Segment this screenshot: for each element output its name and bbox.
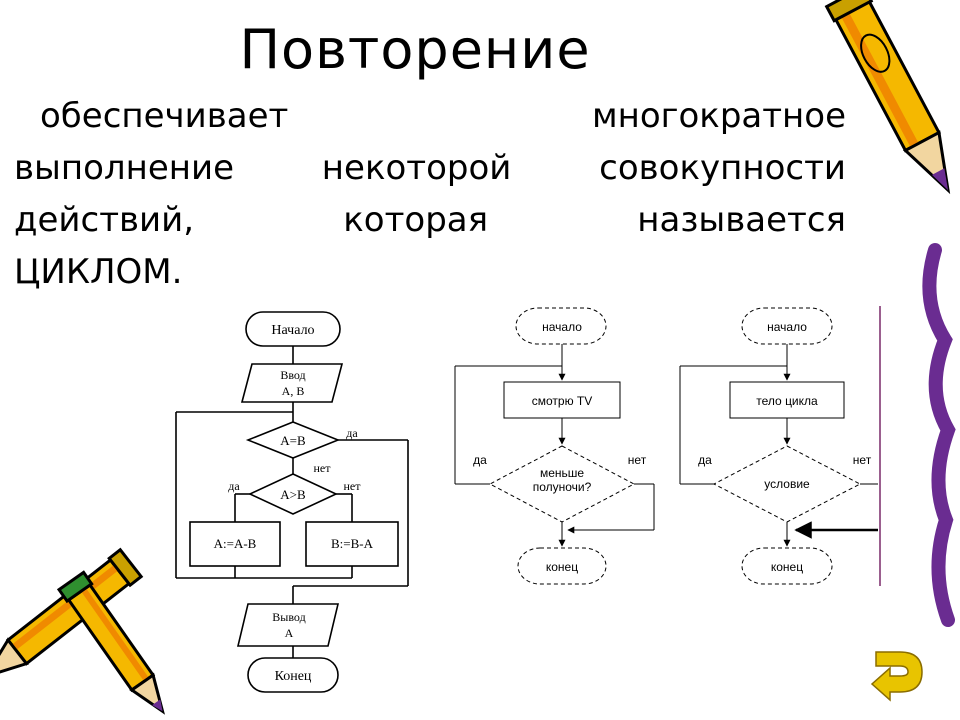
flowchart-tv — [454, 307, 655, 585]
cond2-label: A>B — [280, 487, 306, 502]
word: совокупности — [599, 148, 846, 188]
start-label: Начало — [271, 323, 314, 338]
pencil-icon-bottom-left-2 — [56, 570, 165, 715]
cond1-label: A=B — [280, 433, 306, 448]
cond1-yes: да — [346, 426, 358, 440]
start-terminator — [741, 307, 833, 345]
text-line-2: выполнение некоторой совокупности — [14, 142, 846, 194]
return-arrow-icon — [870, 651, 923, 702]
decision-greater — [248, 473, 338, 515]
cond-yes: да — [473, 453, 487, 467]
word: выполнение — [14, 148, 235, 188]
end-label: Конец — [275, 669, 312, 684]
cond-yes: да — [698, 453, 712, 467]
assign-a-label: A:=A-B — [214, 536, 257, 551]
output-parallelogram — [236, 603, 340, 647]
purple-squiggle — [922, 243, 956, 627]
start-label: начало — [542, 320, 582, 334]
slide-title: Повторение — [239, 18, 591, 81]
assign-b-label: B:=B-A — [331, 536, 374, 551]
end-label: конец — [546, 560, 578, 574]
word: обеспечивает — [40, 96, 289, 136]
action-label: тело цикла — [756, 394, 818, 408]
end-terminator — [247, 657, 339, 693]
pencil-icon-top-right — [824, 0, 951, 195]
word: многократное — [591, 96, 846, 136]
word: некоторой — [321, 148, 512, 188]
start-terminator — [515, 307, 607, 345]
end-terminator — [517, 547, 607, 585]
cond-no: нет — [628, 453, 647, 467]
input-label-1: Ввод — [280, 368, 305, 382]
cond-no: нет — [853, 453, 872, 467]
cond-label-2: полуночи? — [533, 480, 592, 494]
output-label-2: A — [285, 626, 294, 640]
input-parallelogram — [240, 363, 344, 403]
word: действий, — [14, 200, 195, 240]
cond2-yes: да — [228, 479, 240, 493]
text-line-4: ЦИКЛОМ. — [14, 252, 183, 292]
flowchart-generic-loop — [679, 307, 878, 585]
cond2-no: нет — [344, 479, 362, 493]
text-line-3: действий, которая называется — [14, 194, 846, 246]
start-label: начало — [767, 320, 807, 334]
flowchart-euclid — [175, 311, 409, 693]
input-label-2: A, B — [282, 384, 305, 398]
action-label: смотрю TV — [532, 394, 593, 408]
end-terminator — [741, 547, 833, 585]
word: называется — [637, 200, 846, 240]
word: которая — [343, 200, 489, 240]
cond1-no: нет — [314, 461, 332, 475]
output-label-1: Вывод — [272, 610, 305, 624]
end-label: конец — [771, 560, 803, 574]
text-line-1: обеспечивает многократное — [14, 90, 846, 142]
cond-label: условие — [764, 477, 810, 491]
cond-label-1: меньше — [540, 466, 584, 480]
